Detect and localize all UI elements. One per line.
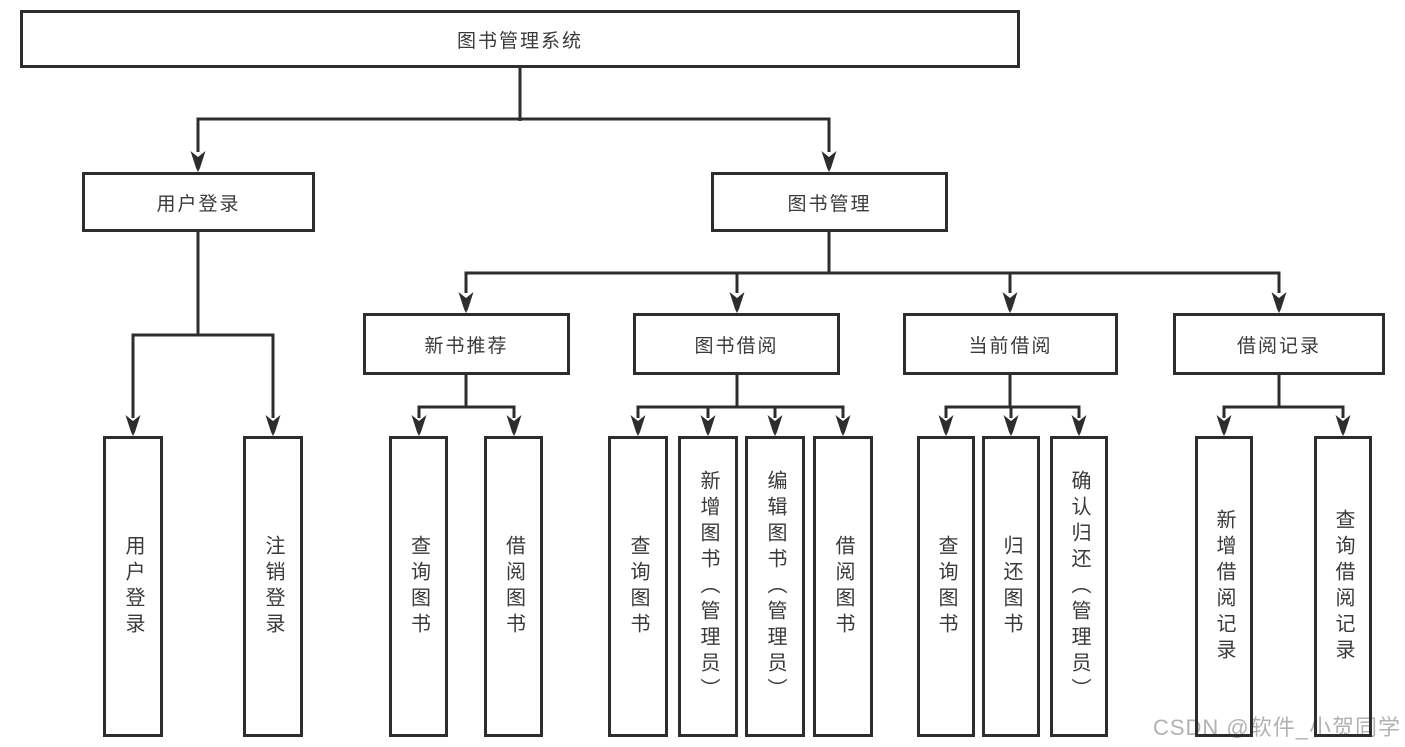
- leaf-query-books-borrowing: 查询图书: [608, 436, 668, 737]
- node-label: 归还图书: [1000, 534, 1022, 639]
- leaf-query-borrow-record: 查询借阅记录: [1314, 436, 1372, 737]
- leaf-return-books: 归还图书: [982, 436, 1040, 737]
- leaf-query-books-recommend: 查询图书: [389, 436, 448, 737]
- node-label: 借阅记录: [1236, 335, 1321, 357]
- node-label: 新增借阅记录: [1213, 508, 1235, 665]
- node-label: 当前借阅: [968, 335, 1053, 357]
- watermark: CSDN @软件_小贺同学: [1152, 715, 1401, 740]
- node-label: 查询图书: [627, 534, 649, 639]
- node-label: 用户登录: [122, 534, 144, 639]
- node-label: 借阅图书: [502, 534, 525, 639]
- node-label: 查询借阅记录: [1332, 508, 1354, 665]
- node-current-borrowing: 当前借阅: [903, 313, 1118, 375]
- node-label: 编辑图书（管理员）: [764, 469, 786, 704]
- leaf-borrow-books-recommend: 借阅图书: [484, 436, 543, 737]
- node-label: 图书借阅: [694, 335, 779, 357]
- node-label: 注销登录: [262, 534, 284, 639]
- node-label: 查询图书: [935, 534, 957, 639]
- node-label: 用户登录: [156, 193, 241, 215]
- node-book-management: 图书管理: [711, 172, 948, 232]
- leaf-borrow-books: 借阅图书: [813, 436, 873, 737]
- leaf-edit-books-admin: 编辑图书（管理员）: [745, 436, 805, 737]
- node-label: 图书管理系统: [456, 30, 583, 52]
- node-user-login: 用户登录: [82, 172, 315, 232]
- node-label: 新书推荐: [424, 335, 509, 357]
- node-label: 确认归还（管理员）: [1068, 469, 1090, 704]
- leaf-logout: 注销登录: [243, 436, 303, 737]
- leaf-add-borrow-record: 新增借阅记录: [1195, 436, 1253, 737]
- node-label: 查询图书: [407, 534, 430, 639]
- node-borrowing-records: 借阅记录: [1173, 313, 1385, 375]
- node-label: 新增图书（管理员）: [697, 469, 719, 704]
- node-library-system: 图书管理系统: [20, 10, 1020, 68]
- node-label: 图书管理: [787, 193, 872, 215]
- leaf-add-books-admin: 新增图书（管理员）: [678, 436, 738, 737]
- leaf-user-login: 用户登录: [103, 436, 163, 737]
- node-book-borrowing: 图书借阅: [633, 313, 840, 375]
- node-new-book-recommend: 新书推荐: [363, 313, 570, 375]
- leaf-query-books-current: 查询图书: [917, 436, 975, 737]
- node-label: 借阅图书: [832, 534, 854, 639]
- leaf-confirm-return-admin: 确认归还（管理员）: [1050, 436, 1108, 737]
